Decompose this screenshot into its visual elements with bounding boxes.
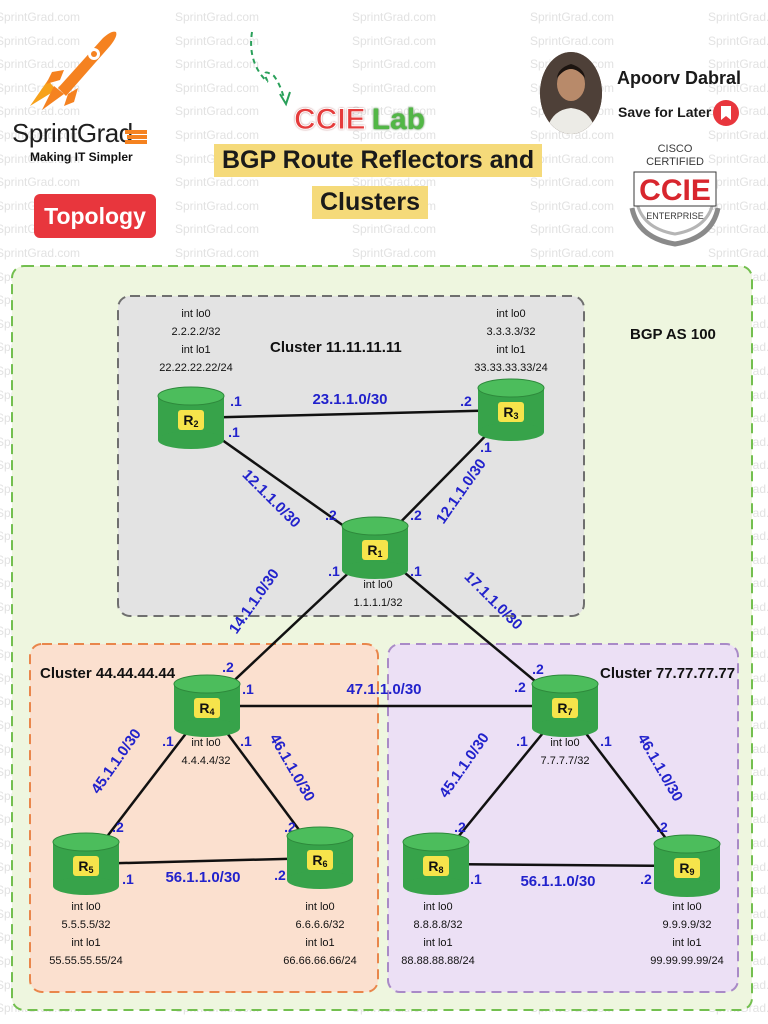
interface-host-label: .1 <box>328 563 340 579</box>
interface-host-label: .1 <box>410 563 422 579</box>
interface-host-label: .1 <box>228 424 240 440</box>
router-name-plate <box>498 402 524 422</box>
rocket-icon <box>30 31 117 110</box>
interface-host-label: .2 <box>325 507 337 523</box>
brand-name: SprintGrad <box>12 118 133 148</box>
link-subnet-label: 23.1.1.0/30 <box>312 391 387 408</box>
cluster-c1-box <box>117 295 585 617</box>
interface-host-label: .2 <box>514 679 526 695</box>
lab-word: Lab <box>371 103 426 136</box>
interface-host-label: .1 <box>240 733 252 749</box>
cluster-c1-label: Cluster 11.11.11.11 <box>270 339 402 356</box>
router-r3[interactable]: R3 <box>477 378 545 441</box>
ccie-lab-heading: CCIE Lab <box>294 102 426 138</box>
interface-host-label: .2 <box>656 819 668 835</box>
link-subnet-label: 47.1.1.0/30 <box>346 681 421 698</box>
interface-host-label: .1 <box>516 733 528 749</box>
link-r8-r9 <box>435 862 688 868</box>
router-r4[interactable]: R4 <box>173 674 241 737</box>
curved-arrow-icon <box>250 31 291 107</box>
interface-host-label: .1 <box>470 871 482 887</box>
cluster-c2-box <box>29 643 379 993</box>
interface-host-label: .1 <box>480 439 492 455</box>
interface-host-label: .1 <box>600 733 612 749</box>
ccie-word: CCIE <box>294 103 367 137</box>
router-r9[interactable]: R9 <box>653 834 721 897</box>
brand-tagline: Making IT Simpler <box>30 150 133 164</box>
router-name-plate <box>194 698 220 718</box>
router-name-plate <box>73 856 99 876</box>
router-name-plate <box>307 850 333 870</box>
router-r1[interactable]: R1 <box>341 516 409 579</box>
router-r7[interactable]: R7 <box>531 674 599 737</box>
link-r2-r3 <box>190 408 512 420</box>
interface-host-label: .2 <box>454 819 466 835</box>
interface-host-label: .2 <box>410 507 422 523</box>
avatar <box>540 52 602 134</box>
as-label: BGP AS 100 <box>630 326 716 343</box>
cluster-c3-box <box>387 643 739 993</box>
books-icon <box>125 130 147 144</box>
interface-host-label: .1 <box>162 733 174 749</box>
interface-host-label: .2 <box>112 819 124 835</box>
badge-top-line1: CISCO <box>658 143 693 155</box>
interface-host-label: .1 <box>230 393 242 409</box>
ccie-certified-badge: CISCO CERTIFIED CCIE ENTERPRISE <box>629 143 721 247</box>
interface-host-label: .2 <box>460 393 472 409</box>
router-r5[interactable]: R5 <box>52 832 120 895</box>
interface-host-label: .2 <box>640 871 652 887</box>
link-subnet-label: 56.1.1.0/30 <box>165 869 240 886</box>
link-r1-r7 <box>374 547 566 707</box>
interface-host-label: .1 <box>242 681 254 697</box>
interface-host-label: .2 <box>284 819 296 835</box>
cluster-c3-label: Cluster 77.77.77.77 <box>600 665 735 682</box>
router-r8[interactable]: R8 <box>402 832 470 895</box>
interface-host-label: .1 <box>122 871 134 887</box>
author-name: Apoorv Dabral <box>617 68 742 88</box>
link-subnet-label: 56.1.1.0/30 <box>520 873 595 890</box>
badge-main: CCIE <box>639 174 711 207</box>
page-title-line1: BGP Route Reflectors and <box>214 144 543 177</box>
cluster-c2-label: Cluster 44.44.44.44 <box>40 665 176 682</box>
router-name-plate <box>674 858 700 878</box>
badge-top-line2: CERTIFIED <box>646 156 704 168</box>
interface-host-label: .2 <box>532 661 544 677</box>
router-name-plate <box>552 698 578 718</box>
router-name-plate <box>178 410 204 430</box>
badge-bottom: ENTERPRISE <box>646 211 704 221</box>
link-r5-r6 <box>85 856 321 866</box>
save-for-later-link[interactable]: Save for Later <box>618 104 712 120</box>
interface-host-label: .2 <box>222 659 234 675</box>
interface-host-label: .2 <box>274 867 286 883</box>
router-name-plate <box>362 540 388 560</box>
router-r6[interactable]: R6 <box>286 826 354 889</box>
page-title-line2: Clusters <box>312 186 429 219</box>
bookmark-icon[interactable] <box>712 98 740 128</box>
brand-logo: SprintGrad Making IT Simpler <box>8 18 188 164</box>
router-r2[interactable]: R2 <box>157 386 225 449</box>
router-name-plate <box>423 856 449 876</box>
topology-badge: Topology <box>34 194 156 238</box>
